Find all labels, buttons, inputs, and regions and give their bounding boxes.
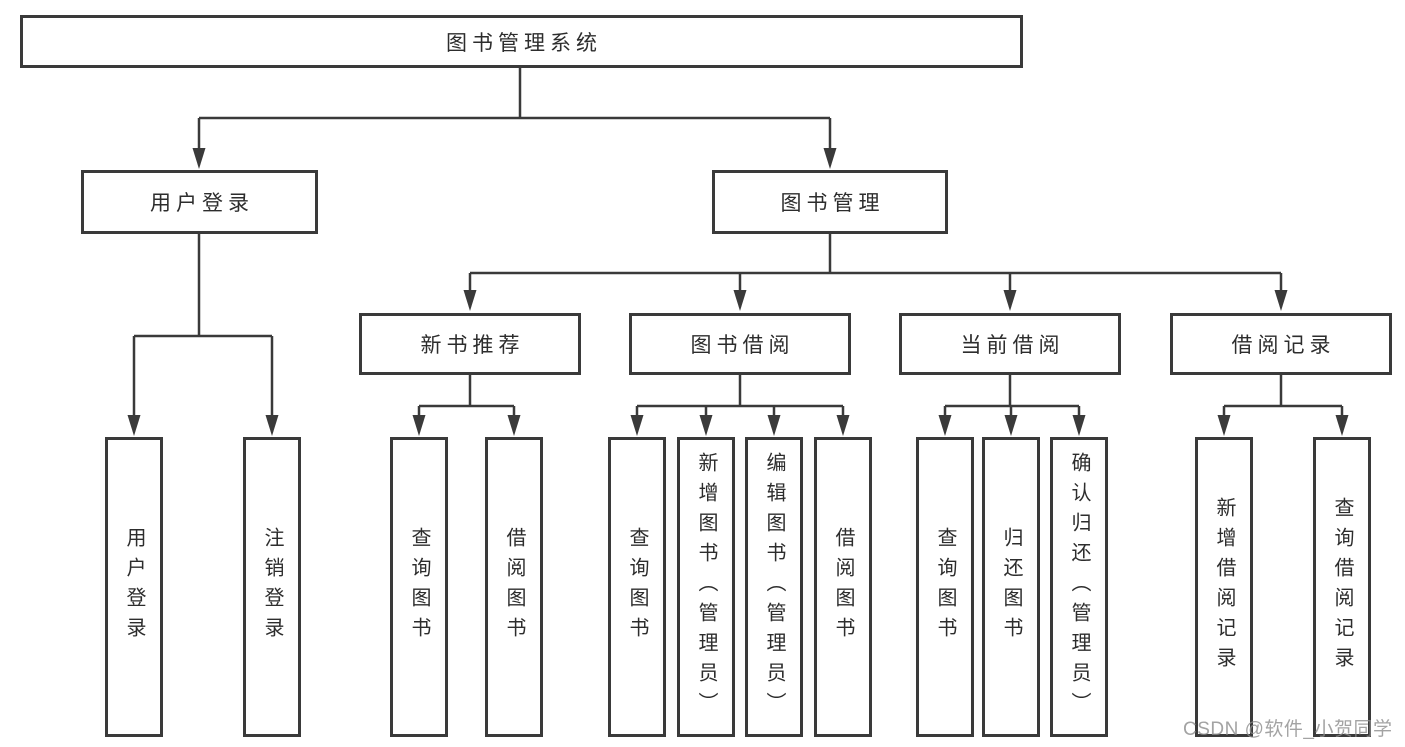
leaf-br-query-record-label: 查询借阅记录 bbox=[1331, 497, 1353, 677]
leaf-cb-confirm-return-admin: 确认归还（管理员） bbox=[1050, 437, 1108, 737]
node-book-management-label: 图书管理 bbox=[780, 192, 885, 215]
node-book-borrowing: 图书借阅 bbox=[629, 313, 851, 375]
node-current-borrowing: 当前借阅 bbox=[899, 313, 1121, 375]
leaf-bb-add-books-admin-label: 新增图书（管理员） bbox=[695, 452, 717, 722]
node-user-login-branch: 用户登录 bbox=[81, 170, 318, 234]
leaf-bb-borrow-books: 借阅图书 bbox=[814, 437, 872, 737]
leaf-bb-query-books-label: 查询图书 bbox=[626, 527, 648, 647]
leaf-nb-query-books: 查询图书 bbox=[390, 437, 448, 737]
node-library-management-system-label: 图书管理系统 bbox=[446, 31, 602, 55]
leaf-cb-return-books: 归还图书 bbox=[982, 437, 1040, 737]
node-user-login-branch-label: 用户登录 bbox=[150, 192, 254, 215]
node-new-book-recommendation-label: 新书推荐 bbox=[420, 334, 525, 357]
leaf-bb-add-books-admin: 新增图书（管理员） bbox=[677, 437, 735, 737]
node-book-borrowing-label: 图书借阅 bbox=[690, 334, 795, 357]
node-book-management: 图书管理 bbox=[712, 170, 948, 234]
leaf-bb-edit-books-admin: 编辑图书（管理员） bbox=[745, 437, 803, 737]
leaf-cb-confirm-return-admin-label: 确认归还（管理员） bbox=[1068, 452, 1090, 722]
leaf-bb-borrow-books-label: 借阅图书 bbox=[832, 527, 854, 647]
leaf-logout: 注销登录 bbox=[243, 437, 301, 737]
leaf-cb-return-books-label: 归还图书 bbox=[1000, 527, 1022, 647]
leaf-br-add-record: 新增借阅记录 bbox=[1195, 437, 1253, 737]
leaf-cb-query-books-label: 查询图书 bbox=[934, 527, 956, 647]
leaf-bb-query-books: 查询图书 bbox=[608, 437, 666, 737]
node-new-book-recommendation: 新书推荐 bbox=[359, 313, 581, 375]
leaf-user-login: 用户登录 bbox=[105, 437, 163, 737]
leaf-logout-label: 注销登录 bbox=[261, 527, 283, 647]
leaf-nb-query-books-label: 查询图书 bbox=[408, 527, 430, 647]
node-borrowing-records: 借阅记录 bbox=[1170, 313, 1392, 375]
node-library-management-system: 图书管理系统 bbox=[20, 15, 1023, 68]
leaf-bb-edit-books-admin-label: 编辑图书（管理员） bbox=[763, 452, 785, 722]
node-borrowing-records-label: 借阅记录 bbox=[1231, 334, 1336, 357]
leaf-nb-borrow-books-label: 借阅图书 bbox=[503, 527, 525, 647]
leaf-br-query-record: 查询借阅记录 bbox=[1313, 437, 1371, 737]
leaf-nb-borrow-books: 借阅图书 bbox=[485, 437, 543, 737]
leaf-br-add-record-label: 新增借阅记录 bbox=[1213, 497, 1235, 677]
leaf-user-login-label: 用户登录 bbox=[123, 527, 145, 647]
csdn-watermark: CSDN @软件_小贺同学 bbox=[1183, 719, 1393, 740]
leaf-cb-query-books: 查询图书 bbox=[916, 437, 974, 737]
node-current-borrowing-label: 当前借阅 bbox=[960, 334, 1065, 357]
